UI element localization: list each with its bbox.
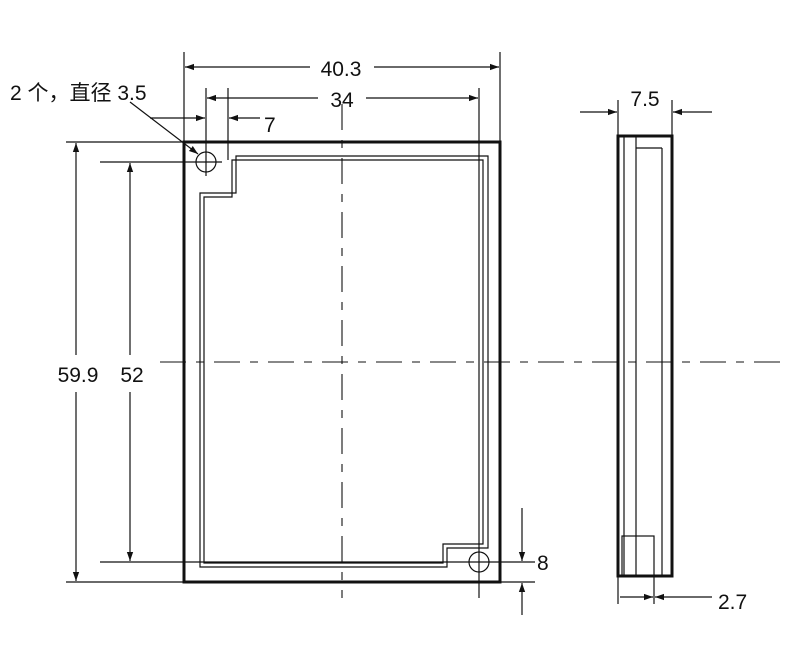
dim-hole-offset-label: 7 <box>264 114 276 137</box>
dim-depth-label: 7.5 <box>630 88 659 111</box>
hole-callout: 2 个，直径 3.5 <box>10 82 199 155</box>
side-base-detail <box>621 535 655 577</box>
dim-hole-height-label: 52 <box>120 364 143 387</box>
dim-hole-bottom-label: 8 <box>537 552 549 575</box>
dim-overall-height-label: 59.9 <box>58 364 99 387</box>
hole-callout-label: 2 个，直径 3.5 <box>10 82 147 105</box>
side-outline <box>616 134 674 578</box>
dim-hole-spacing: 34 <box>207 89 478 112</box>
side-view <box>616 134 674 578</box>
dim-hole-bottom: 8 <box>500 508 549 615</box>
dim-overall-height: 59.9 <box>58 141 184 583</box>
dim-hole-height: 52 <box>120 163 144 561</box>
inner-panel <box>199 155 489 568</box>
front-view <box>100 88 535 598</box>
dim-hole-offset: 7 <box>150 114 276 137</box>
inner-panel-offset <box>203 159 484 564</box>
dim-hole-spacing-label: 34 <box>330 89 354 112</box>
dim-overall-width-label: 40.3 <box>321 58 362 81</box>
dim-depth: 7.5 <box>580 88 712 136</box>
dim-overall-width: 40.3 <box>183 52 501 142</box>
dim-lip: 2.7 <box>617 576 747 614</box>
dim-lip-label: 2.7 <box>718 591 747 614</box>
